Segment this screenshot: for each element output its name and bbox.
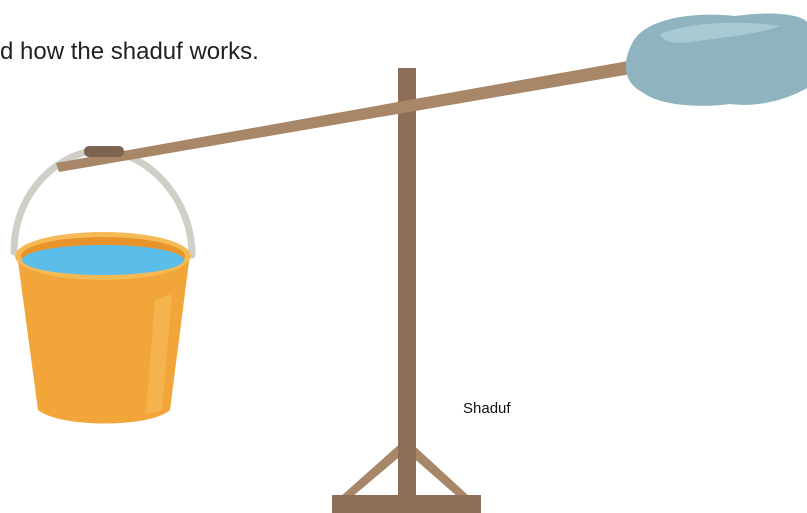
shaduf-beam [56, 61, 631, 172]
shaduf-post [398, 68, 416, 501]
shaduf-label: Shaduf [463, 400, 511, 418]
handle-grip [84, 146, 124, 157]
stone-counterweight-icon [626, 14, 807, 106]
bucket-water [22, 245, 184, 275]
instruction-text: d how the shaduf works. [0, 37, 259, 67]
bucket-icon [15, 232, 191, 424]
